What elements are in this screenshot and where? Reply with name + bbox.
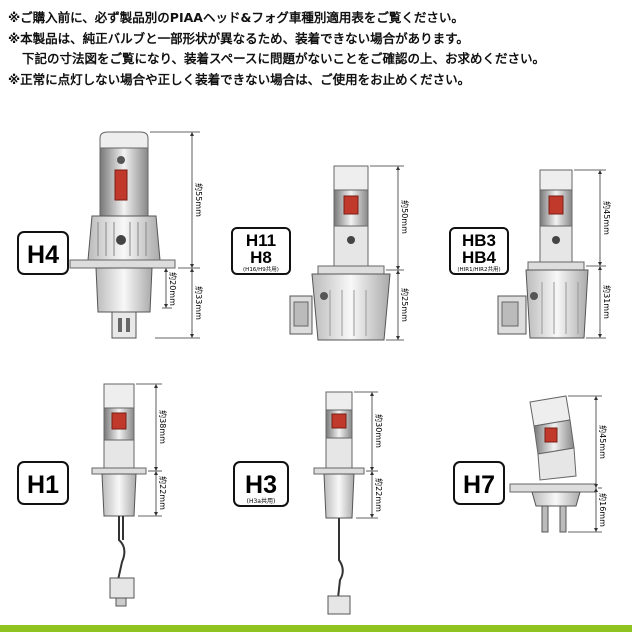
- h3-label-sub: (H3a共用): [247, 497, 276, 505]
- h1-bulb-illustration: [91, 383, 147, 607]
- note-4: ※正常に点灯しない場合や正しく装着できない場合は、ご使用をお止めください。: [8, 71, 471, 87]
- h4-dim-mid: 約20mm: [168, 272, 178, 306]
- h1-dim-top: 約38mm: [158, 410, 168, 444]
- bottom-accent-bar: [0, 625, 632, 632]
- bulb-h7: H7 約45mm 約16mm: [453, 395, 608, 533]
- h4-bulb-illustration: [69, 131, 176, 339]
- bulb-h1: H1 約38mm 約22mm: [17, 383, 168, 607]
- hb3-label-line2: HB4: [462, 248, 497, 267]
- h7-label: H7: [463, 471, 495, 499]
- note-3: 下記の寸法図をご覧になり、装着スペースに問題がないことをご確認の上、お求めくださ…: [22, 51, 546, 66]
- bulb-hb3: HB3 HB4 (HIR1/HIR2共用) 約45mm 約31mm: [449, 169, 612, 339]
- note-2: ※本製品は、純正バルブと一部形状が異なるため、装着できない場合があります。: [8, 30, 469, 46]
- hb3-label-box: [449, 227, 509, 275]
- h3-label-box: [233, 461, 289, 507]
- h7-dim-top: 約45mm: [598, 425, 608, 459]
- note-1: ※ご購入前に、必ず製品別のPIAAヘッド&フォグ車種別適用表をご覧ください。: [8, 10, 464, 25]
- h1-label-box: [17, 461, 69, 505]
- h4-dim-bottom: 約33mm: [194, 286, 204, 320]
- h11-bulb-illustration: [289, 165, 391, 341]
- notes: ※ご購入前に、必ず製品別のPIAAヘッド&フォグ車種別適用表をご覧ください。 ※…: [8, 8, 628, 90]
- hb3-bulb-illustration: [497, 169, 589, 339]
- h3-dim-bottom: 約22mm: [374, 478, 384, 512]
- hb3-label-sub: (HIR1/HIR2共用): [457, 265, 500, 273]
- bulb-h4: H4 約55mm 約20mm: [17, 131, 204, 339]
- h11-label-sub: (H16/H9共用): [243, 265, 279, 273]
- hb3-dim-bottom: 約31mm: [602, 285, 612, 319]
- h11-label-line1: H11: [246, 231, 276, 250]
- bulb-h11: H11 H8 (H16/H9共用) 約50mm 約25mm: [231, 165, 410, 341]
- h7-bulb-illustration: [509, 395, 597, 533]
- h7-label-box: [453, 461, 505, 505]
- h4-label: H4: [27, 241, 59, 269]
- h4-dim-top: 約55mm: [194, 183, 204, 217]
- h3-dim-top: 約30mm: [374, 414, 384, 448]
- h11-dim-bottom: 約25mm: [400, 288, 410, 322]
- h4-label-box: [17, 231, 69, 275]
- h11-label-line2: H8: [250, 248, 272, 267]
- h1-dim-bottom: 約22mm: [158, 476, 168, 510]
- bulb-h3: H3 (H3a共用) 約30mm 約22mm: [233, 391, 384, 615]
- hb3-label-line1: HB3: [462, 231, 496, 250]
- h1-label: H1: [27, 471, 59, 499]
- h7-dim-bottom: 約16mm: [598, 493, 608, 527]
- h11-dim-top: 約50mm: [400, 200, 410, 234]
- h3-bulb-illustration: [313, 391, 365, 615]
- h11-label-box: [231, 227, 291, 275]
- hb3-dim-top: 約45mm: [602, 201, 612, 235]
- h3-label: H3: [245, 471, 277, 499]
